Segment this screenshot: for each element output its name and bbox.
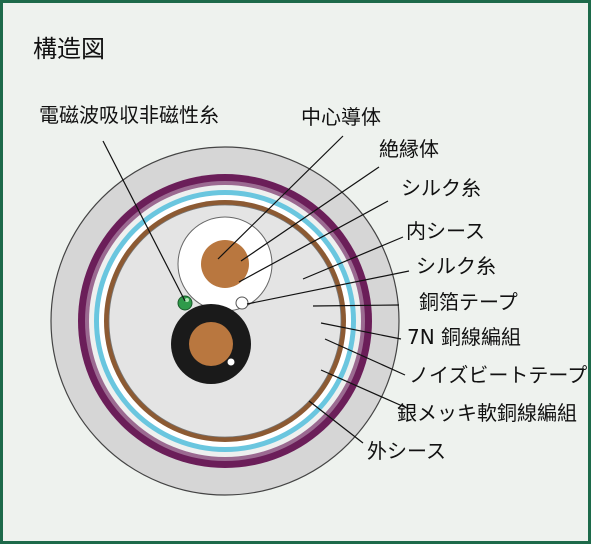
center-conductor-lower	[189, 322, 233, 366]
leader-inner-sheath	[302, 236, 404, 280]
silk-thread-circle	[235, 296, 249, 310]
emi-thread-circle	[177, 295, 193, 311]
label-center-conductor: 中心導体	[301, 105, 381, 129]
emi-thread-highlight	[185, 298, 189, 302]
leader-silver-braid	[320, 369, 410, 410]
leader-outer-sheath	[308, 400, 364, 444]
leader-copper-foil	[312, 304, 400, 307]
label-braid-7n: 7N 銅線編組	[407, 325, 522, 349]
leader-silk-thread-1	[238, 200, 389, 283]
diagram-title: 構造図	[33, 35, 105, 63]
label-copper-foil-tape: 銅箔テープ	[419, 290, 518, 314]
leader-center-conductor	[217, 135, 344, 260]
center-conductor-upper	[201, 240, 249, 288]
label-noise-beat-tape: ノイズビートテープ	[409, 363, 588, 387]
label-silk-thread-2: シルク糸	[416, 254, 496, 278]
label-silk-thread-1: シルク糸	[401, 176, 481, 200]
label-silver-braid: 銀メッキ軟銅線編組	[397, 401, 577, 425]
label-emi-thread: 電磁波吸収非磁性糸	[39, 103, 219, 127]
label-insulator: 絶縁体	[379, 137, 439, 161]
silk-thread-lower	[227, 358, 235, 366]
leader-braid-7n	[320, 322, 402, 340]
cable-cross-section	[50, 135, 410, 496]
label-inner-sheath: 内シース	[406, 219, 485, 243]
leader-silk-thread-2	[246, 270, 410, 305]
leader-insulator	[240, 166, 380, 262]
leader-lines	[102, 135, 410, 444]
leader-noise-beat	[324, 338, 406, 376]
leader-emi-thread	[102, 140, 186, 302]
label-outer-sheath: 外シース	[367, 439, 446, 463]
